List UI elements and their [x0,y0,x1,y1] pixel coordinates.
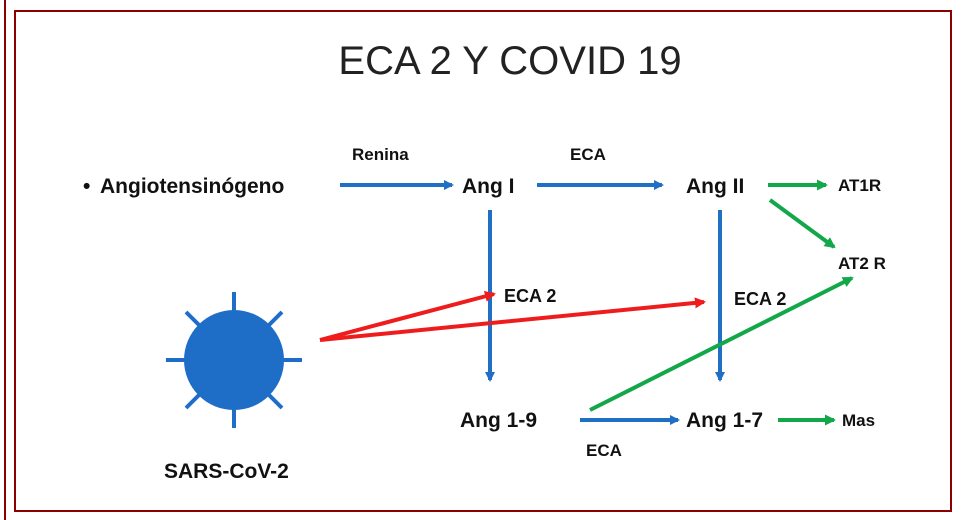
arrow-virus-to-eca2-right [319,297,706,342]
node-ang17: Ang 1-7 [686,409,763,432]
enzyme-renina: Renina [352,145,409,164]
virus-icon [166,292,302,428]
node-ang2: Ang II [686,175,744,198]
node-mas: Mas [842,411,875,430]
enzyme-eca2-right: ECA 2 [734,289,786,309]
node-sars-cov-2: SARS-CoV-2 [164,460,289,483]
slide-frame [14,10,952,512]
enzyme-eca-bottom: ECA [586,441,622,460]
enzyme-eca-top: ECA [570,145,606,164]
node-ang19: Ang 1-9 [460,409,537,432]
slide-title: ECA 2 Y COVID 19 [338,39,681,83]
bullet-glyph: • [83,175,90,198]
arrow-ang2-to-at2r [768,198,836,249]
node-at1r: AT1R [838,176,881,195]
enzyme-eca2-left: ECA 2 [504,286,556,306]
node-at2r: AT2 R [838,254,886,273]
arrow-ang19-to-at2r [589,276,854,412]
node-angiotensinogen: Angiotensinógeno [100,175,284,198]
node-ang1: Ang I [462,175,515,198]
arrow-virus-to-eca2-left [319,290,496,342]
left-rule [4,0,6,520]
